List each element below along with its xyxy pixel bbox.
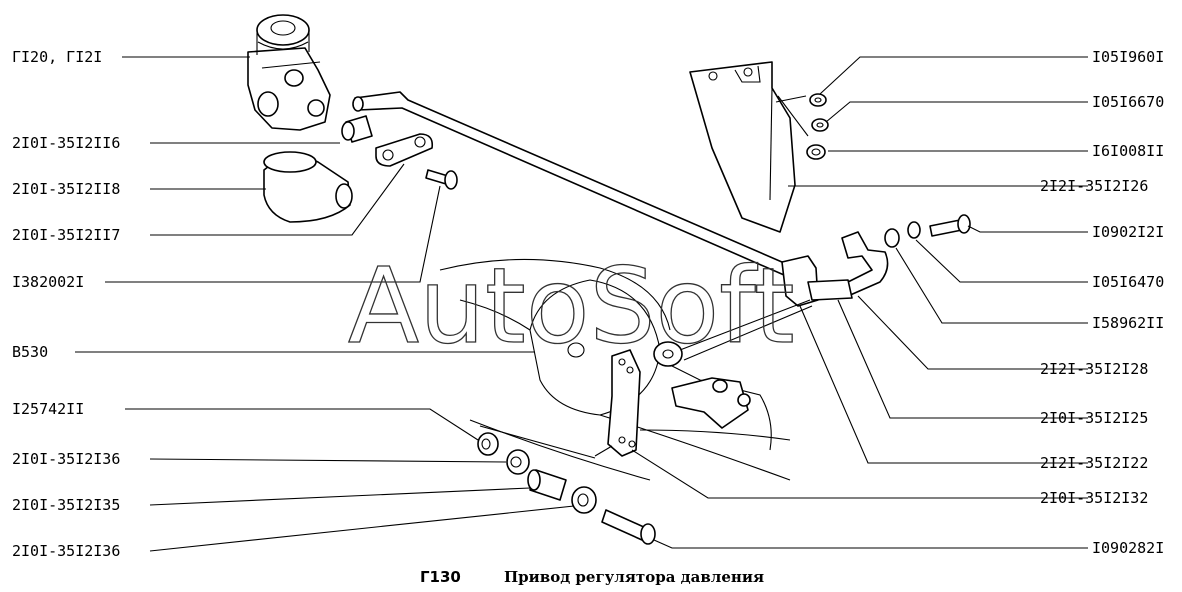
label-regulator: ГI20, ГI2I: [12, 48, 102, 66]
protective-boot: [263, 151, 353, 223]
mounting-bracket: [689, 61, 796, 233]
link-plate: [607, 349, 641, 457]
label-nut-16100811: I6I008II: [1092, 142, 1164, 160]
bolt-10902121: [929, 214, 971, 237]
bush-small: [341, 115, 373, 143]
washer-10516670: [811, 118, 829, 132]
watermark: AutoSoft: [348, 245, 795, 367]
label-small-bolt: I382002I: [12, 273, 84, 291]
label-clamp-3512122: 2I2I-35I2I22: [1040, 454, 1148, 472]
label-boot: 2I0I-35I2II8: [12, 180, 120, 198]
label-bush-small: 2I0I-35I2II6: [12, 134, 120, 152]
label-sleeve: 2I0I-35I2I35: [12, 496, 120, 514]
figure-caption: Г130 Привод регулятора давления: [420, 568, 764, 586]
caption-title: Привод регулятора давления: [504, 568, 764, 586]
small-bolt: [425, 169, 458, 190]
caption-number: Г130: [420, 568, 461, 586]
label-washer-15896211: I58962II: [1092, 314, 1164, 332]
label-bracket: 2I2I-35I2I26: [1040, 177, 1148, 195]
nut-16100811: [806, 144, 826, 160]
labels-right: I05I960I I05I6670 I6I008II 2I2I-35I2I26 …: [1040, 48, 1164, 557]
bush-2101-3512136-lower: [571, 486, 597, 514]
rod-end-eye: [653, 341, 683, 367]
label-washer-10516470: I05I6470: [1092, 273, 1164, 291]
axle-bracket: [671, 377, 751, 429]
label-bush-lower: 2I0I-35I2I36: [12, 542, 120, 560]
label-washer-10516670: I05I6670: [1092, 93, 1164, 111]
leader-lines: [75, 56, 1088, 552]
label-bolt-10902121: I0902I2I: [1092, 223, 1164, 241]
lever-plate: [375, 133, 434, 167]
label-bush-upper: 2I0I-35I2I36: [12, 450, 120, 468]
rubber-bush-12574211: [477, 432, 499, 456]
label-lever-plate: 2I0I-35I2II7: [12, 226, 120, 244]
label-link-plate: 2I0I-35I2I32: [1040, 489, 1148, 507]
label-rubber-bush: I25742II: [12, 400, 84, 418]
sleeve-2101-3512135: [527, 469, 567, 501]
washer-10516470: [907, 221, 921, 239]
labels-left: ГI20, ГI2I 2I0I-35I2II6 2I0I-35I2II8 2I0…: [12, 48, 120, 560]
pressure-regulator: [247, 14, 331, 131]
label-axle: В530: [12, 343, 48, 361]
label-bolt-10902821: I090282I: [1092, 539, 1164, 557]
link-bracket: [841, 231, 889, 297]
label-clamp-3512125: 2I0I-35I2I25: [1040, 409, 1148, 427]
label-nut-10519601: I05I960I: [1092, 48, 1164, 66]
nut-10519601: [809, 93, 827, 107]
clamp-assembly: [679, 255, 853, 361]
label-clamp-3512128: 2I2I-35I2I28: [1040, 360, 1148, 378]
bush-2101-3512136-upper: [506, 449, 530, 475]
bolt-10902821: [601, 509, 656, 545]
washer-15896211: [884, 228, 900, 248]
